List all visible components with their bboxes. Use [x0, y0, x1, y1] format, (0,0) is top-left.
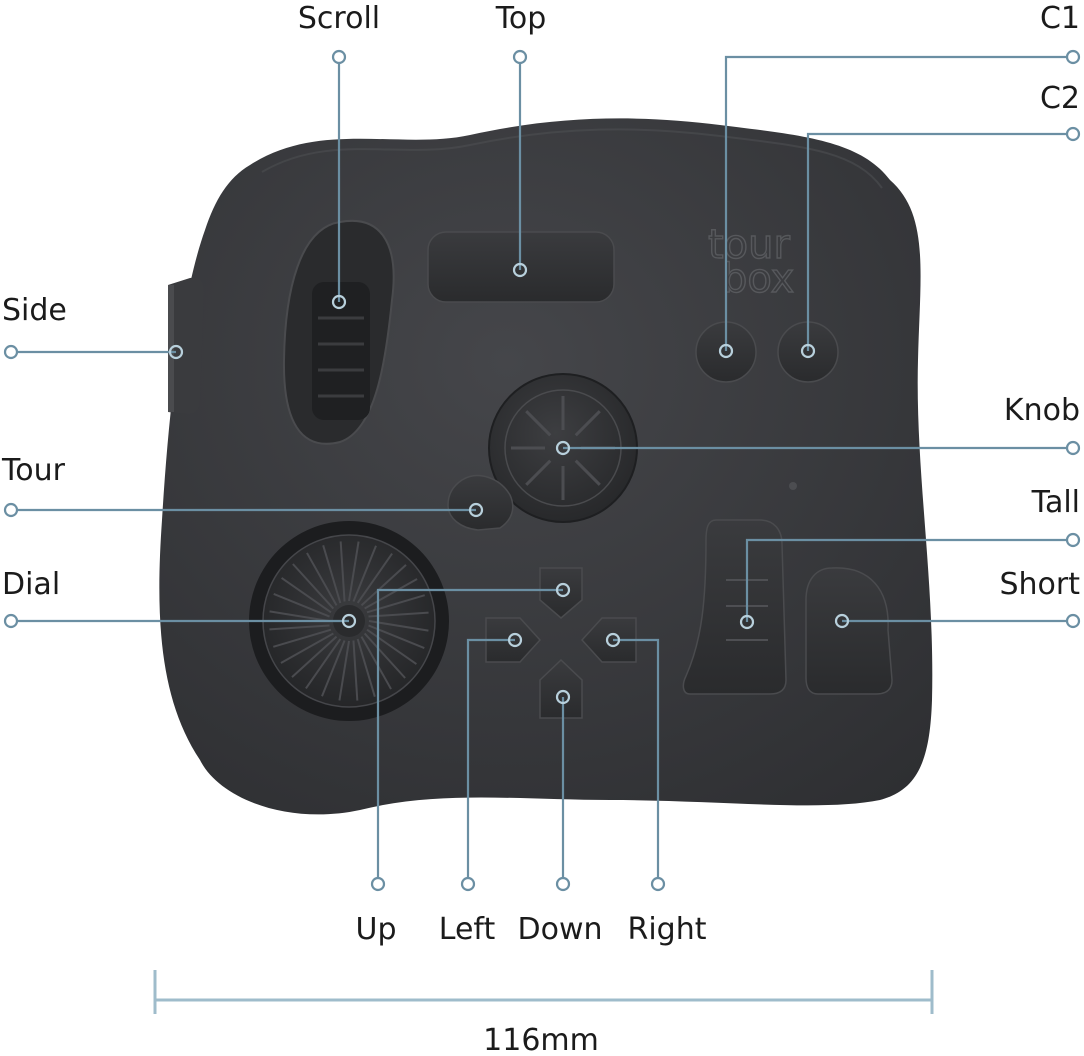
- knob-rib: [525, 459, 552, 486]
- label-top: Top: [495, 1, 547, 36]
- label-short: Short: [999, 567, 1080, 602]
- dial-rib: [305, 638, 342, 689]
- label-up: Up: [355, 912, 396, 947]
- status-led: [789, 482, 797, 490]
- button-target-dots: [168, 262, 850, 705]
- knob-rib: [574, 459, 601, 486]
- dial-rib: [291, 635, 338, 678]
- label-right: Right: [628, 912, 707, 947]
- tour-button[interactable]: [447, 474, 514, 531]
- dial-rib: [348, 541, 360, 602]
- knob-rib: [525, 410, 552, 437]
- dial-rib: [356, 553, 393, 604]
- dial-rib: [352, 545, 377, 602]
- label-c1: C1: [1040, 1, 1080, 36]
- dpad-right[interactable]: [580, 617, 637, 663]
- svg-text:box: box: [722, 256, 794, 302]
- label-side: Side: [2, 293, 67, 328]
- label-left: Left: [439, 912, 496, 947]
- label-tall: Tall: [1031, 485, 1080, 520]
- dpad-down[interactable]: [539, 658, 583, 719]
- dial-rib: [280, 632, 334, 664]
- short-button[interactable]: [805, 567, 893, 695]
- knob-rib: [574, 410, 601, 437]
- label-dial: Dial: [2, 567, 60, 602]
- dial-rib: [269, 624, 330, 631]
- dial-rib: [338, 640, 350, 701]
- logo-text: tour: [708, 222, 791, 268]
- dial-rib: [321, 640, 346, 697]
- dial-rib: [292, 563, 335, 610]
- label-down: Down: [517, 912, 602, 947]
- dial-rib: [306, 552, 338, 606]
- tourbox-logo: tour box: [707, 221, 795, 302]
- dial-rib: [366, 628, 417, 665]
- leader-lines: [11, 55, 1073, 884]
- dial-rib: [322, 545, 342, 604]
- dial-rib: [281, 577, 332, 614]
- dpad-up[interactable]: [539, 567, 583, 619]
- label-c2: C2: [1040, 81, 1080, 116]
- label-scroll: Scroll: [298, 1, 380, 36]
- dial-rib: [356, 638, 376, 697]
- dial-rib: [364, 578, 418, 610]
- width-dimension: 116mm: [153, 970, 934, 1056]
- label-tour: Tour: [1, 453, 66, 488]
- scroll-wheel[interactable]: [282, 219, 395, 445]
- dial-rib: [360, 636, 392, 690]
- dial-rib: [363, 632, 406, 679]
- leader-endpoints: [3, 49, 1081, 892]
- dial-rib: [269, 610, 330, 622]
- dimension-label: 116mm: [483, 1023, 599, 1056]
- dpad: [485, 567, 637, 719]
- dial-rib: [366, 594, 425, 614]
- dial-rib: [339, 541, 346, 602]
- dial-rib: [273, 593, 330, 618]
- dial-rib: [352, 640, 359, 701]
- dial-rib: [360, 564, 407, 607]
- label-knob: Knob: [1004, 393, 1080, 428]
- dial-rib: [273, 628, 332, 648]
